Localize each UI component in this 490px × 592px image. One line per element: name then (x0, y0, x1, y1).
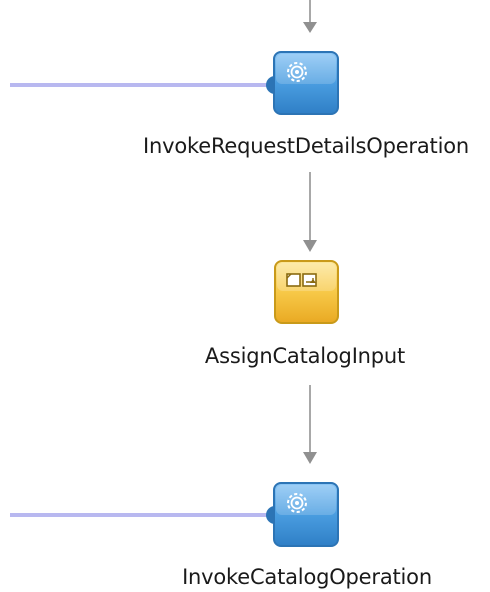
assign-catalog-input-node[interactable] (274, 260, 339, 324)
partner-link-catalog (10, 506, 275, 524)
arrow-head-icon (303, 452, 317, 464)
node-label-invoke-catalog[interactable]: InvokeCatalogOperation (182, 565, 432, 589)
flow-connector-2 (303, 385, 317, 464)
node-label-assign-catalog[interactable]: AssignCatalogInput (204, 344, 406, 368)
flow-connector-1 (303, 172, 317, 252)
arrow-head-icon (303, 22, 317, 33)
gear-icon (287, 62, 307, 82)
partner-link-request-details (10, 76, 275, 94)
invoke-request-details-node[interactable] (273, 51, 339, 115)
assign-icon (286, 273, 317, 287)
incoming-flow-connector (303, 0, 317, 33)
invoke-catalog-node[interactable] (273, 482, 339, 547)
node-label-request-details[interactable]: InvokeRequestDetailsOperation (143, 134, 469, 158)
arrow-head-icon (303, 240, 317, 252)
gear-icon (287, 493, 307, 513)
